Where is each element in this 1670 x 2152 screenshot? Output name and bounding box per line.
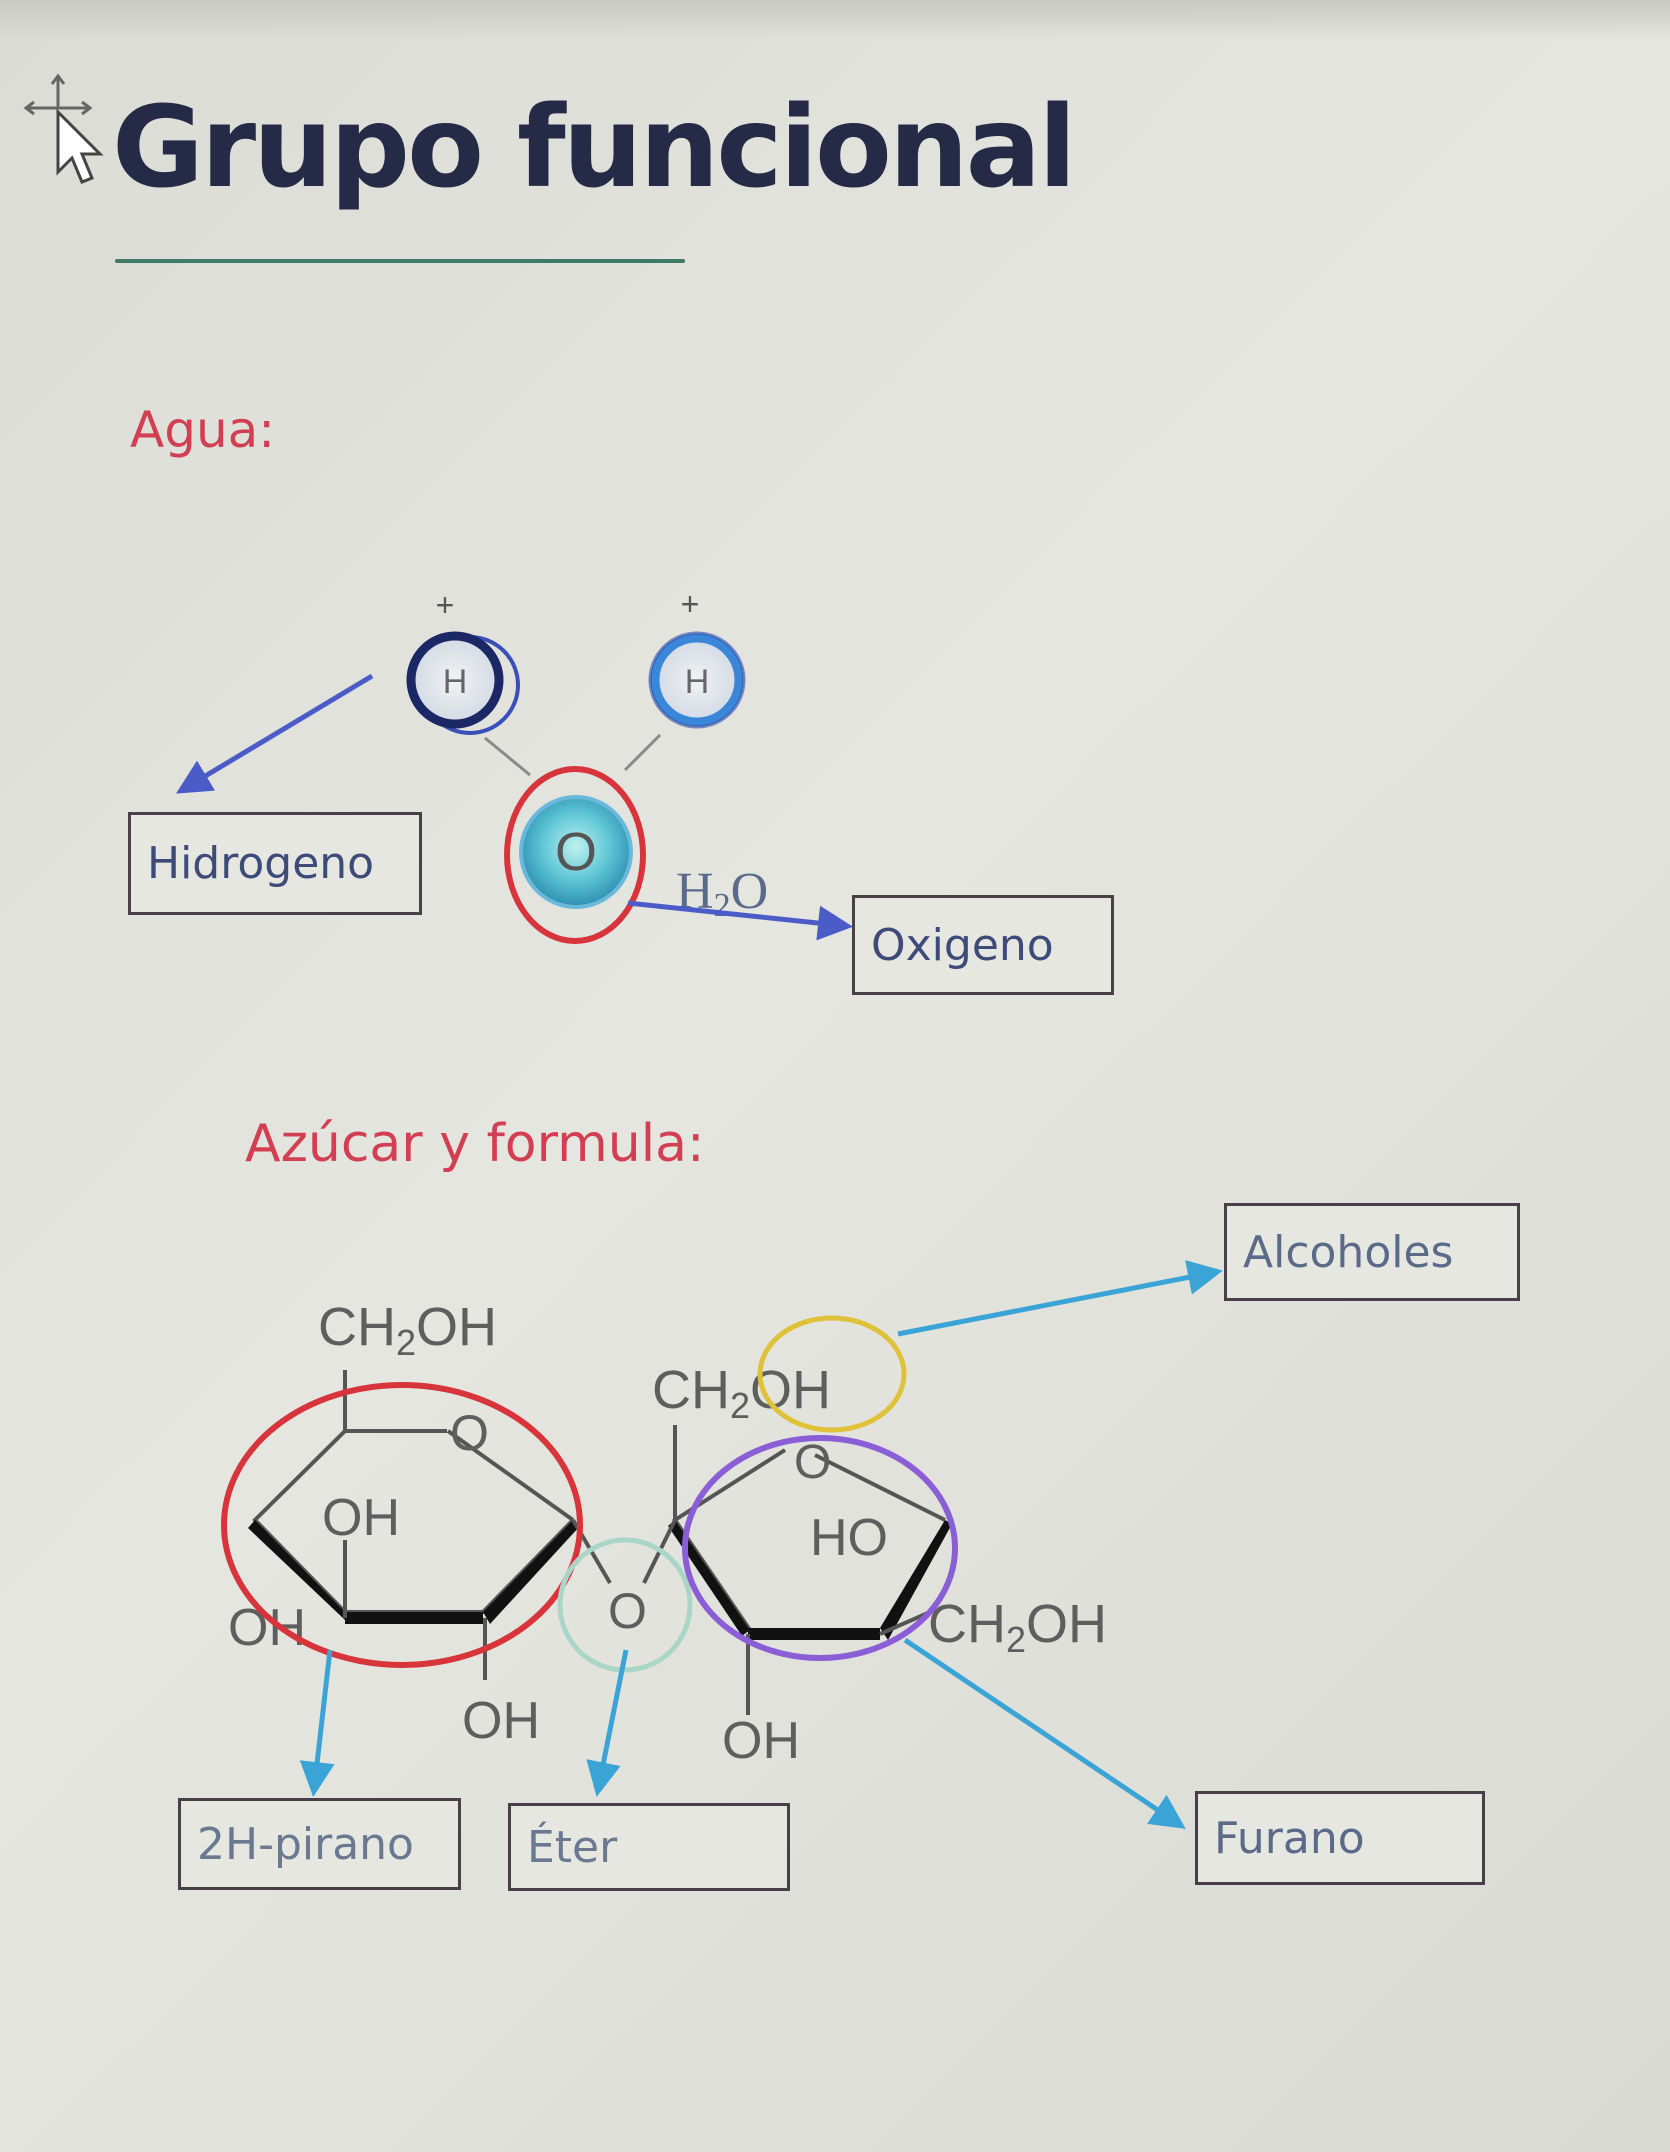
label-alcoholes: Alcoholes <box>1224 1203 1520 1301</box>
oxygen-highlight-circle <box>504 766 646 944</box>
oxygen-atom: O <box>504 766 646 944</box>
sugar-heading: Azúcar y formula: <box>245 1114 705 1174</box>
fructose-ring <box>668 1425 952 1715</box>
hydrogen-atom-1: H + <box>406 587 520 735</box>
label-hidrogeno-text: Hidrogeno <box>147 838 375 889</box>
hydrogen-atom-2: H + <box>648 586 746 729</box>
fructose-ch2oh-top: CH2OH <box>652 1360 831 1426</box>
arrow-to-oxigeno <box>627 900 853 941</box>
fructose-ho: HO <box>810 1509 888 1567</box>
glucose-ring-oxygen: O <box>450 1405 489 1461</box>
label-2h-pirano: 2H-pirano <box>178 1798 461 1890</box>
label-eter: Éter <box>508 1803 790 1891</box>
label-furano: Furano <box>1195 1791 1485 1885</box>
water-heading: Agua: <box>130 401 276 459</box>
charge-plus-2: + <box>681 586 700 622</box>
label-2h-pirano-text: 2H-pirano <box>197 1818 414 1870</box>
water-molecule: H + H + O H2O <box>175 586 853 944</box>
charge-plus-1: + <box>436 587 455 623</box>
pyran-highlight-circle <box>221 1382 583 1668</box>
top-shadow <box>0 0 1670 40</box>
glucose-oh-top: OH <box>322 1489 400 1547</box>
furan-highlight-circle <box>682 1435 958 1661</box>
arrow-to-hidrogeno <box>175 673 374 794</box>
bond-o-h1 <box>484 736 531 777</box>
alcohol-highlight-circle <box>757 1315 907 1433</box>
glucose-ring <box>248 1370 580 1680</box>
page-title: Grupo funcional <box>112 83 1077 213</box>
arrow-to-pirano <box>299 1649 335 1797</box>
label-alcoholes-text: Alcoholes <box>1243 1226 1454 1278</box>
hydrogen-symbol-2: H <box>685 663 710 701</box>
bond-o-h2 <box>623 733 662 772</box>
label-eter-text: Éter <box>527 1821 618 1873</box>
fructose-oh-bottom: OH <box>722 1712 800 1770</box>
sucrose-structure: CH2OH O OH OH OH O CH2OH O HO CH2OH OH <box>221 1260 1223 1829</box>
arrow-to-furano <box>903 1637 1186 1829</box>
label-oxigeno-text: Oxigeno <box>871 919 1054 971</box>
oxygen-symbol: O <box>555 822 597 882</box>
glucose-oh-left: OH <box>228 1599 306 1657</box>
label-oxigeno: Oxigeno <box>852 895 1114 995</box>
arrow-to-eter <box>586 1649 629 1797</box>
label-hidrogeno: Hidrogeno <box>128 812 422 915</box>
hydrogen-symbol-1: H <box>443 663 468 701</box>
label-furano-text: Furano <box>1214 1812 1365 1864</box>
fructose-ch2oh-right: CH2OH <box>928 1594 1107 1660</box>
hydrogen-shell-1 <box>406 631 504 729</box>
oxygen-sphere <box>519 795 633 909</box>
arrow-to-alcoholes <box>897 1260 1223 1337</box>
title-underline <box>115 259 685 263</box>
ether-highlight-circle <box>557 1537 693 1673</box>
fructose-ring-oxygen: O <box>794 1436 831 1489</box>
hydrogen-shell-2 <box>650 633 744 727</box>
move-cursor-icon <box>23 73 104 184</box>
glucose-oh-bottom: OH <box>462 1692 540 1750</box>
glucose-ch2oh: CH2OH <box>318 1297 497 1363</box>
bridge-ether-oxygen: O <box>608 1583 647 1639</box>
